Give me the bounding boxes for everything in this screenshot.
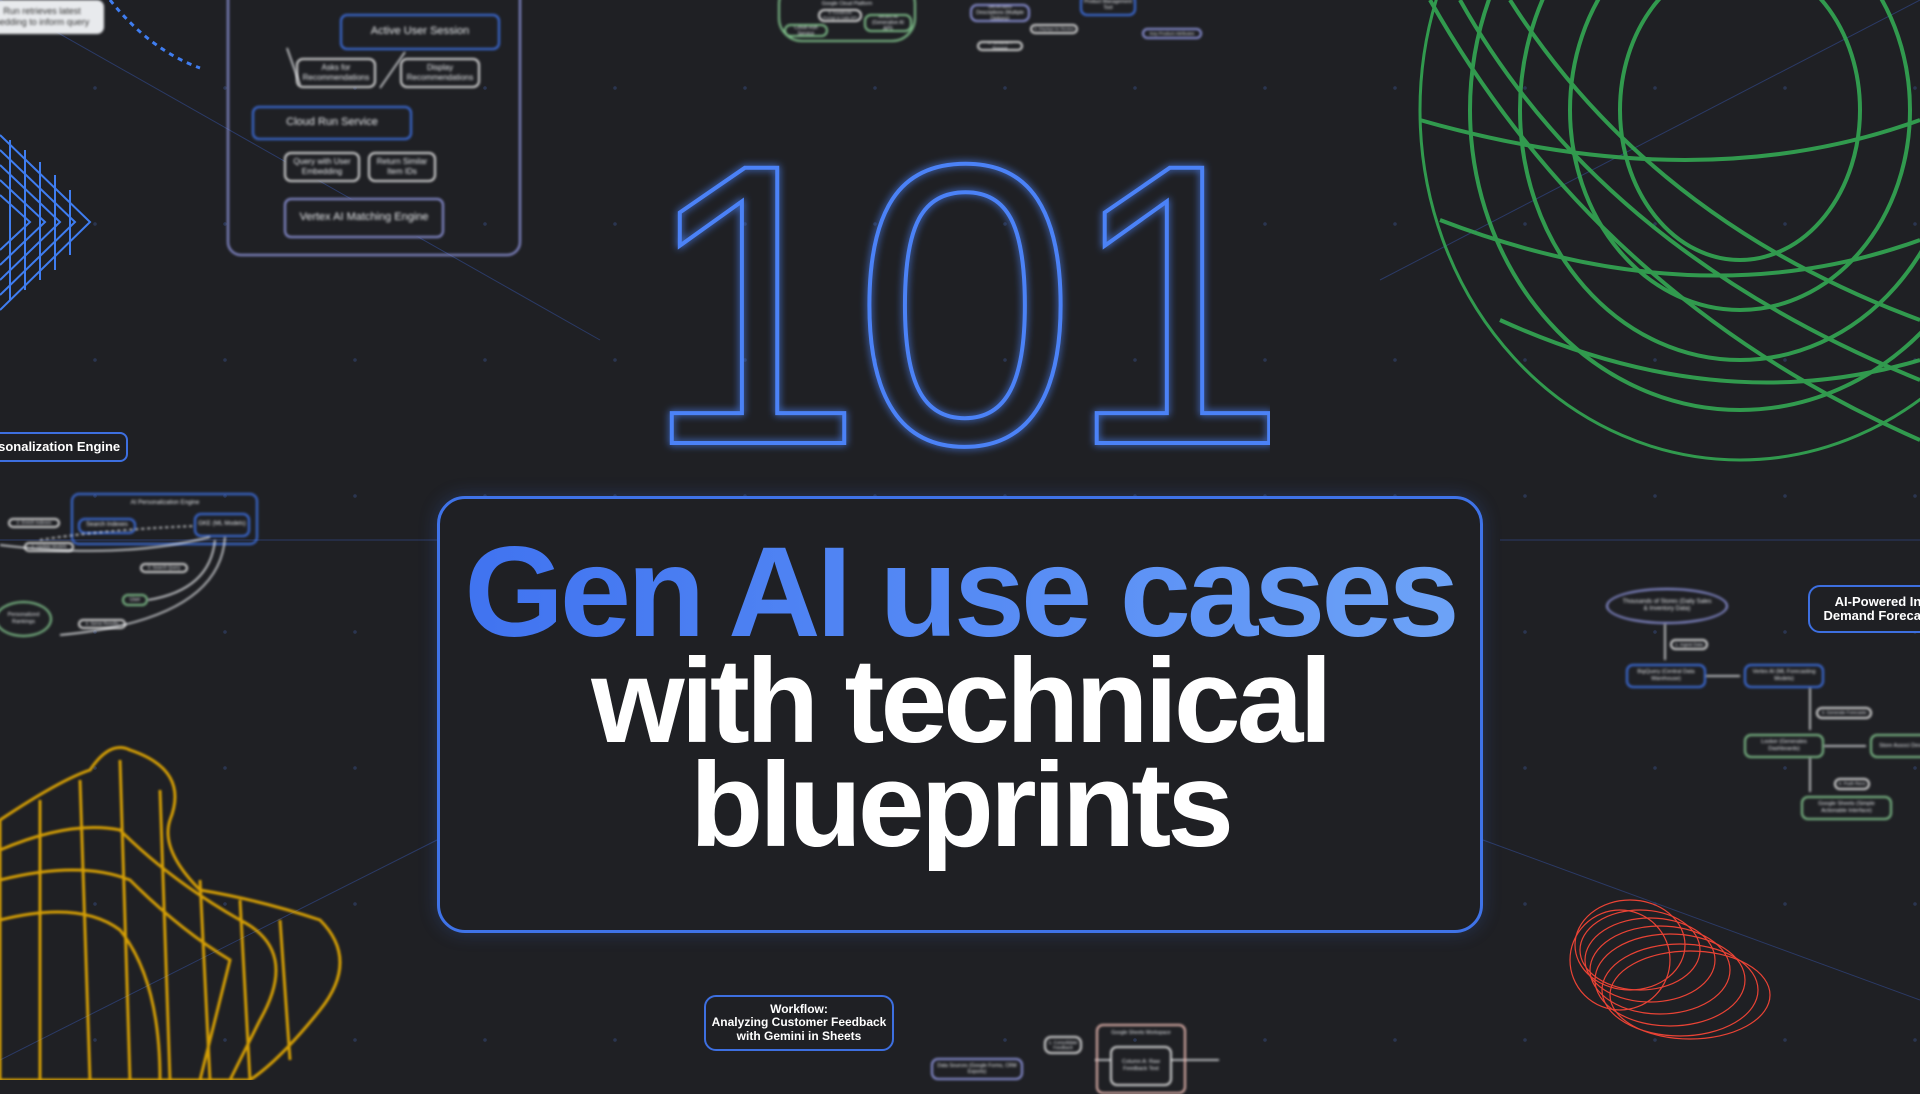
generated-node: Generated Descriptions (Multiple Options… [970, 4, 1030, 22]
bigquery-node: BigQuery (Central Data Warehouse) [1626, 664, 1706, 688]
consolidate-label: 1. Consolidate Feedback [1044, 1036, 1082, 1054]
workspace-label: Google Sheets Workspace [1111, 1030, 1171, 1036]
pmt-node: Product Management Tool [1080, 0, 1136, 16]
displays-label: 5. Displays for Review [1030, 24, 1078, 34]
column-a-node: Column A: Raw Feedback Text [1110, 1046, 1172, 1086]
title-line-3: blueprints [689, 738, 1234, 872]
generate-label: 3. Generate Forecasts [1816, 707, 1872, 719]
service-container [227, 0, 521, 256]
vertex-node: Vertex AI (Generative AI API) [864, 14, 912, 32]
engine-container [71, 493, 258, 545]
return-label: Return Similar Item IDs [368, 152, 436, 182]
gcp-label: Google Cloud Platform [821, 1, 873, 7]
title-card: Gen AI use cases with technical blueprin… [437, 496, 1483, 933]
note-label: Run retrieves latest bedding to inform q… [0, 0, 104, 34]
display-label: Display Recommendations [400, 58, 480, 88]
search-indexes-node: Search Indexes [78, 518, 136, 534]
user-node: User [122, 594, 148, 606]
construct-label: 3. Constructs Prompt & Calls API [818, 9, 862, 22]
looker-node: Looker (Generates Dashboards) [1744, 734, 1824, 758]
yellow-gear-shape [0, 746, 342, 1080]
vertex-node: Vertex AI (ML Forecasting Models) [1744, 664, 1824, 688]
rankings-node: Personalized Rankings [0, 601, 52, 637]
sheets-node: Google Sheets (Simple Actionable Interfa… [1801, 796, 1892, 820]
dotted-arrow [108, 0, 201, 70]
green-wireframe-sphere [1418, 0, 1920, 462]
stores-node: Thousands of Stores (Daily Sales & Inven… [1606, 588, 1728, 624]
gke-node: GKE (ML Models) [194, 513, 250, 537]
enrich-label: 2. Enrich Indexes [8, 518, 60, 528]
workflow-title: Workflow: Analyzing Customer Feedback wi… [704, 995, 894, 1051]
data-sources-node: Data Sources (Google Forms, CRM Exports) [931, 1058, 1023, 1080]
title-line-1: Gen AI use cases [440, 529, 1480, 657]
forecasting-title: AI-Powered In Demand Forecast [1808, 585, 1920, 633]
hero-number-text: 101 [650, 140, 1270, 470]
store-associate-node: Store Associ Devices [1870, 734, 1920, 758]
query-label: Query with User Embedding [284, 152, 360, 182]
personalization-title: ersonalization Engine [0, 432, 128, 462]
search-query-label: 3. Search Query [140, 563, 188, 573]
matching-engine-node: Vertex AI Matching Engine [284, 198, 444, 238]
active-user-session-node: Active User Session [340, 14, 500, 50]
cloud-run-node: Cloud Run Service [252, 106, 412, 140]
gcp-container [778, 0, 916, 42]
ingest-label: 1. Ingest Data [1670, 639, 1708, 650]
sends-label: 2. Sends API Request [977, 41, 1023, 51]
blue-mesh-diamond [0, 134, 92, 311]
asks-label: Asks for Recommendations [296, 58, 376, 88]
key-attributes-node: Key Product Attributes [1142, 28, 1202, 39]
cloud-run-node: Cloud Run Service [784, 24, 828, 37]
red-spring-shape [1569, 899, 1771, 1040]
push-label: 4. Push Recs [1834, 778, 1870, 790]
hero-number-101: 101 [650, 140, 1270, 470]
title-line-2: with technical [591, 634, 1332, 768]
engine-label: AI Personalization Engine [130, 500, 200, 506]
